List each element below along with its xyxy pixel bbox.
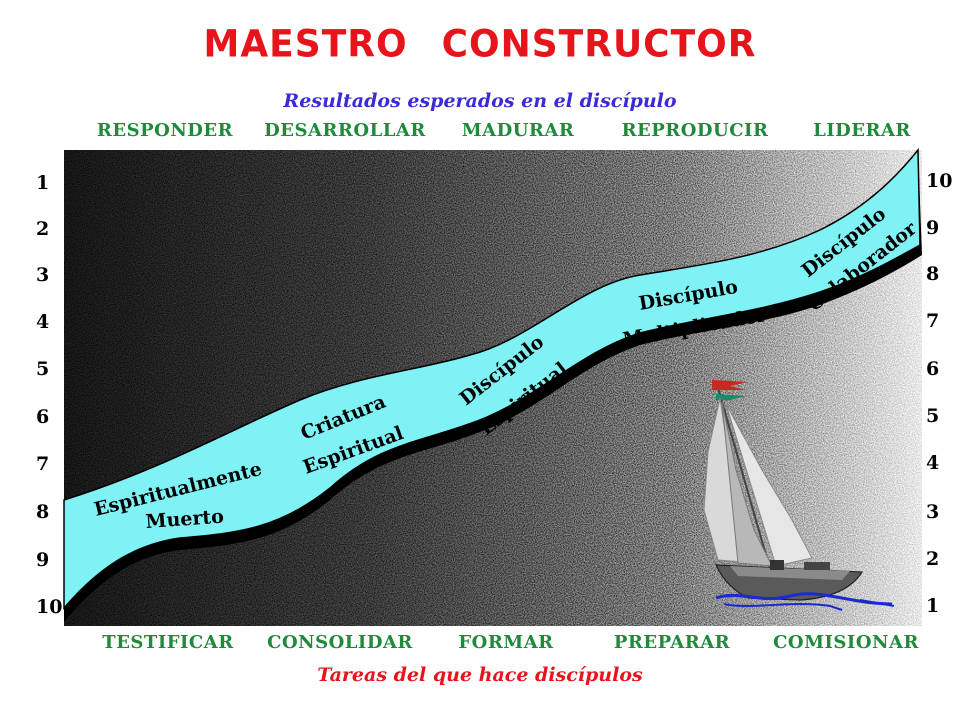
task-label: FORMAR [458,632,554,653]
pennant-flag-icon [712,380,748,400]
tasks-subtitle: Tareas del que hace discípulos [317,664,643,686]
scale-right-number: 8 [926,263,940,285]
task-label: CONSOLIDAR [267,632,413,653]
river-band [63,147,921,611]
scale-right-number: 9 [926,217,940,239]
scale-right-number: 3 [926,501,940,523]
scale-right-number: 6 [926,358,940,380]
task-label: COMISIONAR [773,632,919,653]
svg-text:Muerto: Muerto [145,506,225,533]
results-row: RESPONDER DESARROLLAR MADURAR REPRODUCIR… [0,120,960,146]
results-subtitle: Resultados esperados en el discípulo [283,90,677,112]
scale-left-number: 2 [36,218,50,240]
sailboat-icon [703,380,895,611]
scale-left-number: 7 [36,453,50,475]
tasks-row: TESTIFICAR CONSOLIDAR FORMAR PREPARAR CO… [0,632,960,658]
scale-left-number: 8 [36,501,50,523]
wave-icon [715,592,895,611]
title-word-2: CONSTRUCTOR [441,22,757,67]
result-label: DESARROLLAR [264,120,426,141]
scale-right-number: 7 [926,310,940,332]
scale-right-number: 10 [926,170,953,192]
scale-left-number: 9 [36,549,50,571]
result-label: REPRODUCIR [621,120,769,141]
scale-left-number: 5 [36,358,50,380]
page-title: MAESTRO CONSTRUCTOR [0,23,960,66]
scale-left-number: 6 [36,406,50,428]
scale-left-number: 10 [36,596,63,618]
scale-left-number: 4 [36,311,50,333]
result-label: LIDERAR [813,120,911,141]
task-label: PREPARAR [613,632,731,653]
result-label: RESPONDER [96,120,234,141]
scale-right-number: 1 [926,595,940,617]
scale-left-number: 3 [36,264,50,286]
result-label: MADURAR [461,120,575,141]
scale-left-number: 1 [36,172,50,194]
scale-right-number: 4 [926,452,940,474]
task-label: TESTIFICAR [102,632,234,653]
scale-right-number: 2 [926,548,940,570]
title-word-1: MAESTRO [203,22,408,67]
scale-right-number: 5 [926,405,940,427]
